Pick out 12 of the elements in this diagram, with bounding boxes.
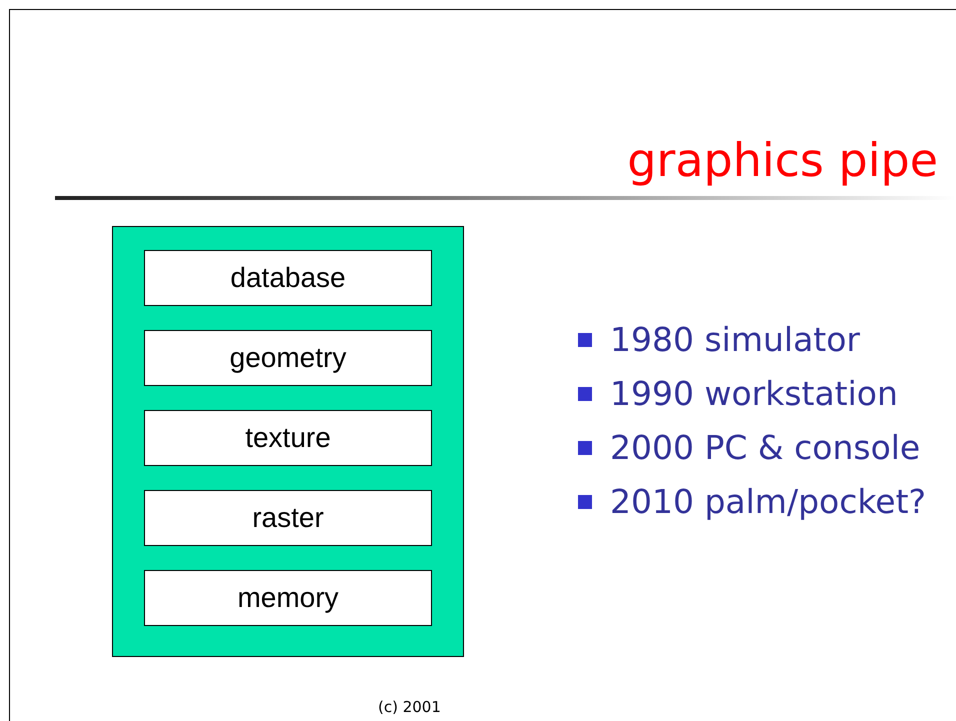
stage-box: texture (144, 410, 432, 466)
stage-box: memory (144, 570, 432, 626)
footer-note: (c) 2001 (378, 697, 441, 718)
stage-box: raster (144, 490, 432, 546)
bullet-text: 1990 workstation (610, 373, 898, 416)
stage-box: geometry (144, 330, 432, 386)
stage-box: database (144, 250, 432, 306)
slide-title: graphics pipe (627, 132, 938, 188)
bullet-text: 2000 PC & console (610, 427, 920, 470)
bullet-text: 2010 palm/pocket? (610, 481, 926, 524)
pipeline-panel (112, 226, 464, 657)
bullet-text: 1980 simulator (610, 319, 860, 362)
